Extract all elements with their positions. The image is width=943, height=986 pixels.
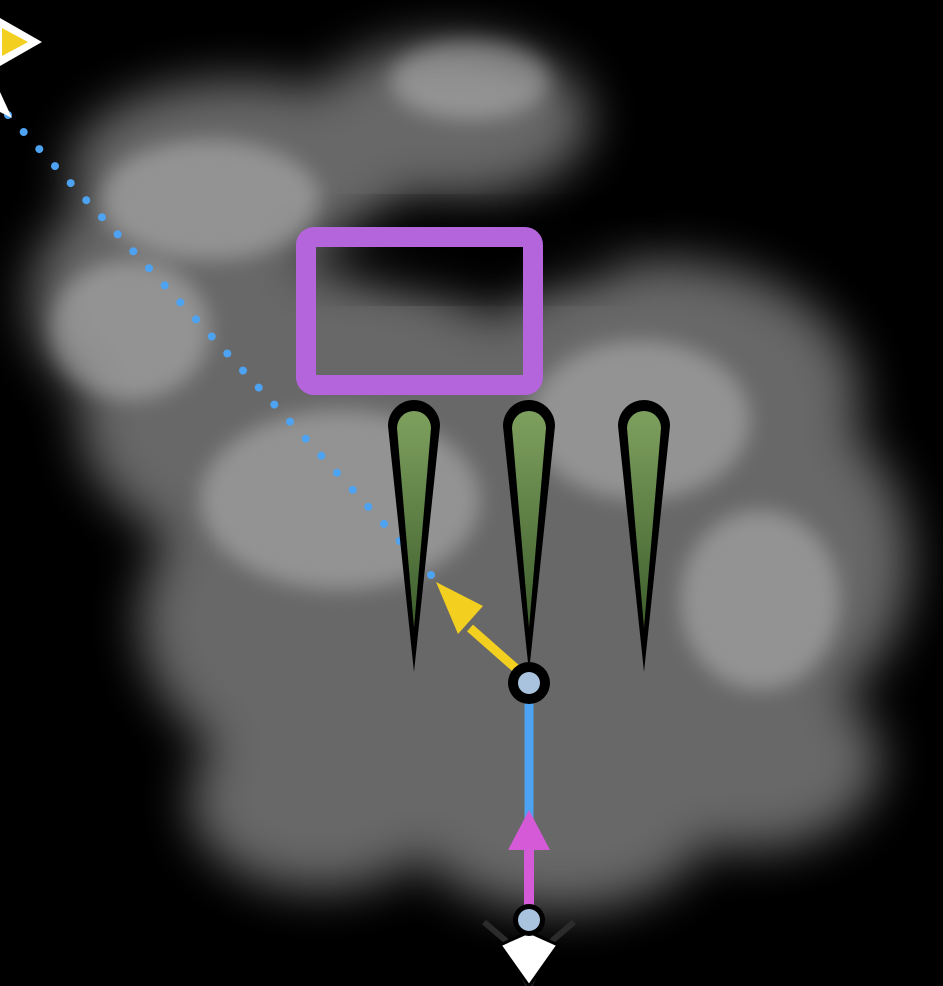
probe-center <box>503 400 555 672</box>
ray-dot <box>254 383 263 392</box>
bottom-endpoint <box>513 904 545 936</box>
ray-dot <box>82 196 91 205</box>
region-box <box>296 227 543 395</box>
ray-dot <box>239 366 247 375</box>
ray-dot <box>348 485 357 494</box>
ray-dot <box>66 179 75 188</box>
ray-dot <box>270 400 279 409</box>
probe-left <box>387 399 440 672</box>
probe-right <box>618 400 670 672</box>
ray-dot <box>35 145 44 154</box>
direction-arrow <box>436 582 523 676</box>
ray-dot <box>129 247 138 256</box>
ray-dot <box>317 451 326 460</box>
ray-dot <box>51 162 59 171</box>
ray-dot <box>380 519 388 528</box>
ray-dot <box>427 571 435 579</box>
ray-dot <box>113 230 122 239</box>
ray-dot <box>364 502 373 511</box>
ray-dot <box>286 417 294 426</box>
ray-dot <box>19 128 28 136</box>
bunny-smoke <box>30 40 910 910</box>
ray-dot <box>98 213 106 222</box>
ray-dot <box>301 434 310 443</box>
origin-point <box>508 662 550 704</box>
ray-dot <box>145 264 153 273</box>
bottom-camera <box>482 919 576 986</box>
ray-dot <box>223 349 232 358</box>
dotted-ray <box>4 111 435 579</box>
ray-dot <box>176 298 185 307</box>
corner-camera <box>0 18 42 118</box>
ray-dot <box>160 281 169 290</box>
up-arrow <box>508 810 550 905</box>
ray-dot <box>192 315 200 324</box>
ray-dot <box>333 468 341 477</box>
ray-dot <box>207 332 216 341</box>
